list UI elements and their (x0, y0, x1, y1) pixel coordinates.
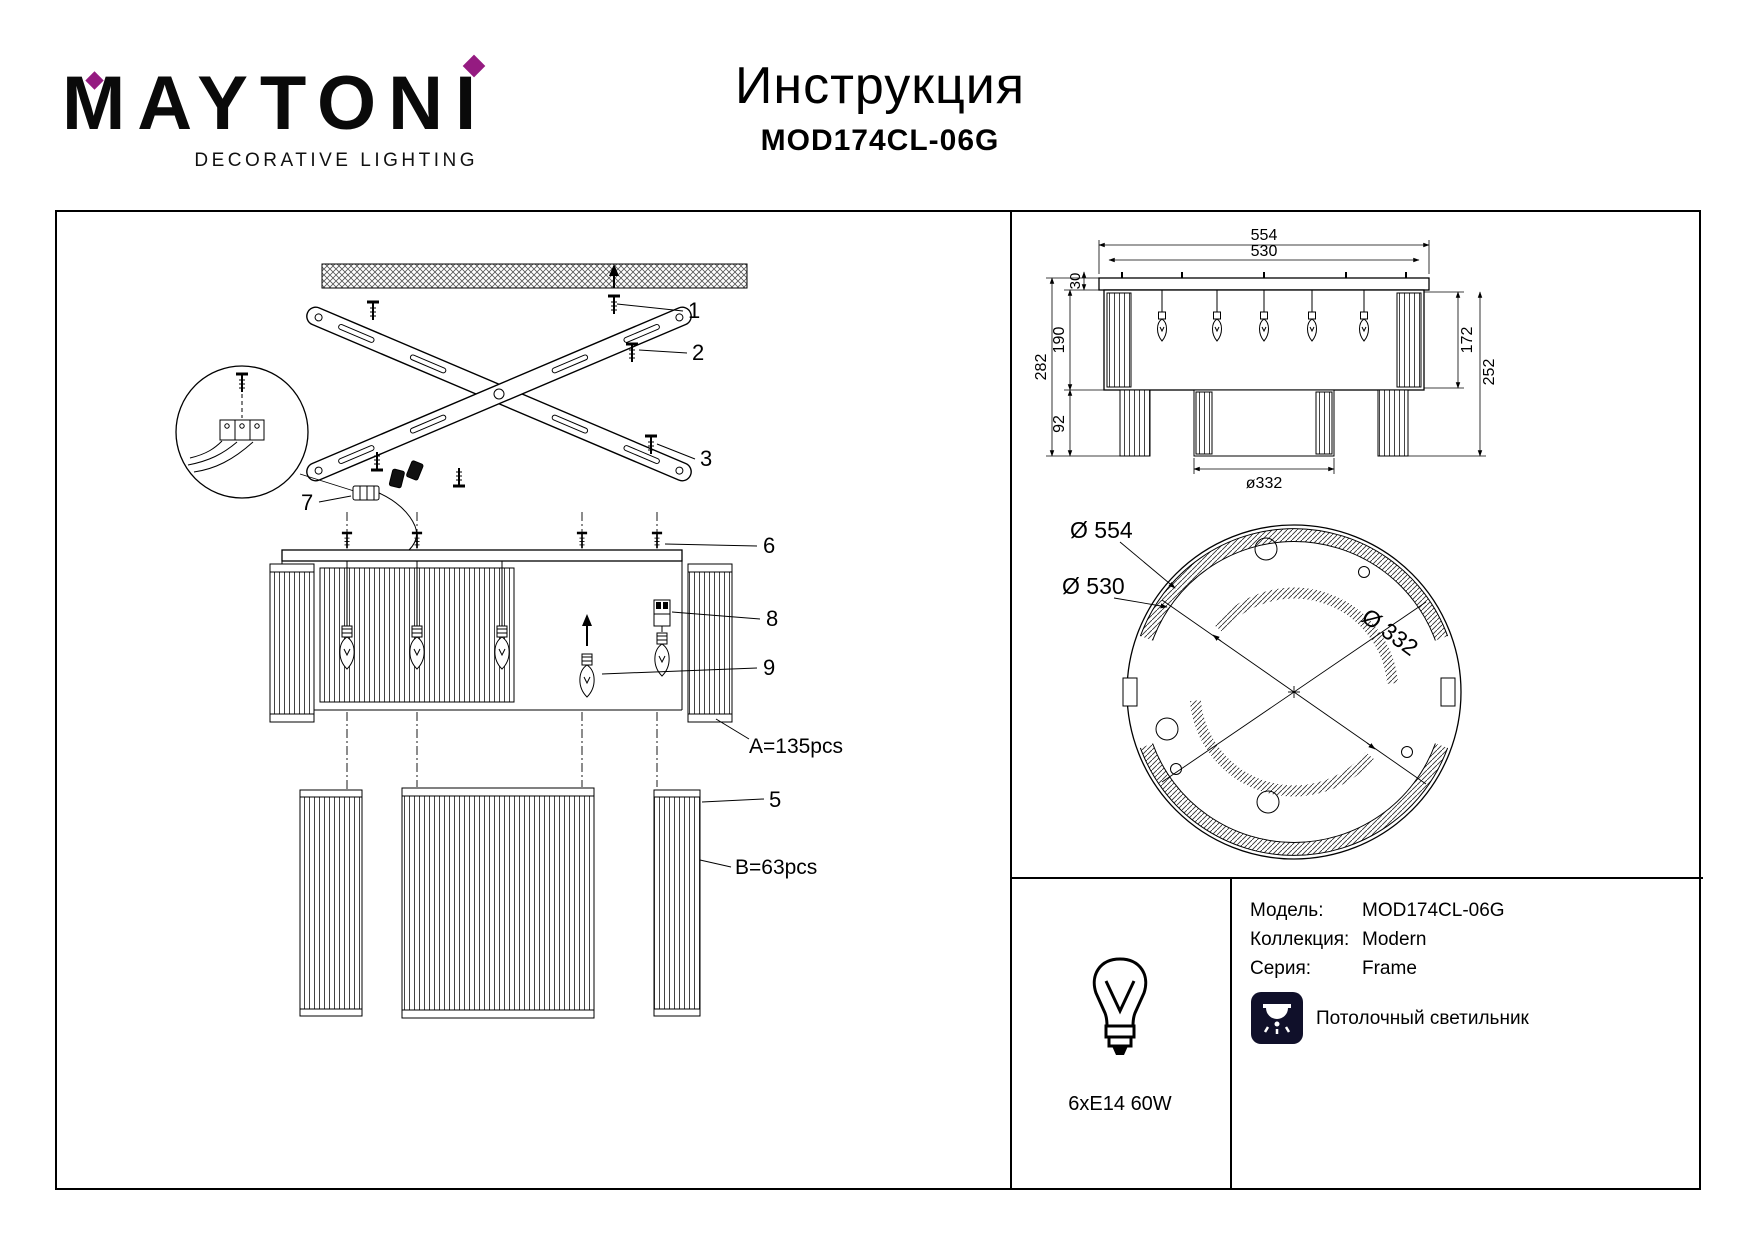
maytoni-logo: MAYTONI DECORATIVE LIGHTING (62, 54, 486, 172)
glass-bead-strip-band (321, 263, 748, 289)
lamp-hole (1155, 717, 1179, 741)
spec-row-collection: Коллекция: Modern (1250, 925, 1690, 954)
divider-horizontal (1010, 877, 1703, 879)
glass-rod-panel-middle (401, 787, 595, 1019)
screw-icon (340, 531, 354, 550)
dim-30-label: 30 (1067, 273, 1084, 290)
dim-332-label: ø332 (1246, 475, 1283, 492)
title-block: Инструкция MOD174CL-06G (640, 56, 1120, 158)
part-label-7: 7 (301, 490, 313, 515)
screw-icon (650, 531, 664, 550)
power-plug-icon (388, 468, 405, 489)
bulb-icon (1212, 311, 1222, 342)
spec-label-collection: Коллекция: (1250, 929, 1350, 950)
spec-row-type: Потолочный светильник (1250, 991, 1690, 1045)
glass-rod-panels: 5 B=63pcs (299, 787, 817, 1019)
dim-252-label: 252 (1481, 359, 1498, 386)
count-b-label: B=63pcs (735, 856, 817, 879)
part-label-8: 8 (766, 606, 778, 631)
glass-rod-column-right (687, 563, 733, 723)
up-arrow-icon (582, 614, 592, 626)
dim-554-label: Ø 554 (1070, 517, 1133, 543)
top-view-body (1122, 524, 1462, 860)
part-labels-brackets: 1 2 3 (616, 298, 712, 471)
divider-vertical (1010, 212, 1012, 1188)
lamp-hole (1401, 746, 1413, 758)
bulb-icon (1157, 311, 1167, 342)
glass-rod-column-left (269, 563, 315, 723)
bracket-tab (1122, 677, 1138, 707)
dim-172-label: 172 (1459, 327, 1476, 354)
part-label-1: 1 (688, 298, 700, 323)
spec-row-series: Серия: Frame (1250, 954, 1690, 983)
doc-title: Инструкция (735, 57, 1025, 115)
side-view-drawing: 554 530 282 190 30 92 172 (1033, 227, 1498, 492)
exploded-assembly-drawing: 1 2 3 (175, 263, 843, 1019)
lamp-body-assembly (269, 512, 733, 789)
spec-value-model: MOD174CL-06G (1362, 900, 1505, 921)
wiring-detail-circle (175, 365, 355, 499)
screw-icon (606, 294, 622, 316)
spec-label-model: Модель: (1250, 900, 1324, 921)
divider-spec (1230, 877, 1232, 1188)
spec-row-model: Модель: MOD174CL-06G (1250, 896, 1690, 925)
doc-model-number: MOD174CL-06G (760, 124, 1000, 157)
mounting-screws (365, 264, 659, 488)
bulb-icon (339, 625, 355, 670)
bulb-icon (654, 632, 670, 677)
screw-icon (575, 531, 589, 550)
side-view-body (1098, 272, 1430, 457)
product-specs: Модель: MOD174CL-06G Коллекция: Modern С… (1250, 896, 1690, 1045)
bulb-icon (1307, 311, 1317, 342)
dim-530-label: Ø 530 (1062, 573, 1125, 599)
bulb-spec-cell: 6xE14 60W (1012, 879, 1228, 1188)
lamp-hole (1358, 566, 1370, 578)
glass-rod-panel-left (299, 789, 363, 1017)
top-view-drawing: Ø 554 Ø 530 Ø 332 (1062, 517, 1462, 860)
screw-icon (410, 531, 424, 550)
side-view-dimensions: 554 530 282 190 30 92 172 (1033, 227, 1498, 492)
up-arrow-icon (609, 264, 619, 276)
dim-190-label: 190 (1051, 327, 1068, 354)
screw-icon (451, 466, 467, 488)
part-label-6: 6 (763, 533, 775, 558)
lamp-hole (1256, 790, 1280, 814)
bulb-icon (409, 625, 425, 670)
spec-value-type: Потолочный светильник (1316, 1007, 1529, 1029)
brand-wordmark: MAYTONI (62, 54, 488, 142)
bulb-icon (1259, 311, 1269, 342)
screw-icon (365, 300, 381, 322)
glass-rod-panel-right (653, 789, 701, 1017)
ceiling-light-icon (1251, 992, 1303, 1044)
dim-554-label: 554 (1251, 227, 1278, 244)
brand-text: MAYTONI (62, 61, 489, 146)
power-plug-icon (406, 460, 424, 481)
bulb-icon (1359, 311, 1369, 342)
spec-label-series: Серия: (1250, 958, 1312, 979)
part-label-5: 5 (769, 787, 781, 812)
dim-530-label: 530 (1251, 243, 1278, 260)
part-label-9: 9 (763, 655, 775, 680)
spec-value-collection: Modern (1362, 929, 1427, 950)
dim-92-label: 92 (1051, 415, 1068, 433)
spec-value-series: Frame (1362, 958, 1417, 979)
light-bulb-icon (1092, 957, 1148, 1055)
part-label-3: 3 (700, 446, 712, 471)
lamp-hole (1254, 537, 1278, 561)
center-lines (346, 512, 658, 789)
part-label-2: 2 (692, 340, 704, 365)
drawing-panel: 1 2 3 (55, 210, 1703, 1190)
count-a-label: A=135pcs (749, 735, 843, 758)
bulb-spec-text: 6xE14 60W (1068, 1093, 1172, 1115)
dim-282-label: 282 (1033, 354, 1050, 381)
mounting-cross-brackets (303, 303, 695, 485)
brand-tagline: DECORATIVE LIGHTING (194, 150, 478, 171)
wire-connector-assembly: 7 (301, 460, 424, 551)
bracket-tab (1440, 677, 1456, 707)
bulb-icon (579, 653, 595, 698)
part-labels-body: 6 8 9 A=135pcs (601, 533, 843, 758)
bulb-icon (494, 625, 510, 670)
